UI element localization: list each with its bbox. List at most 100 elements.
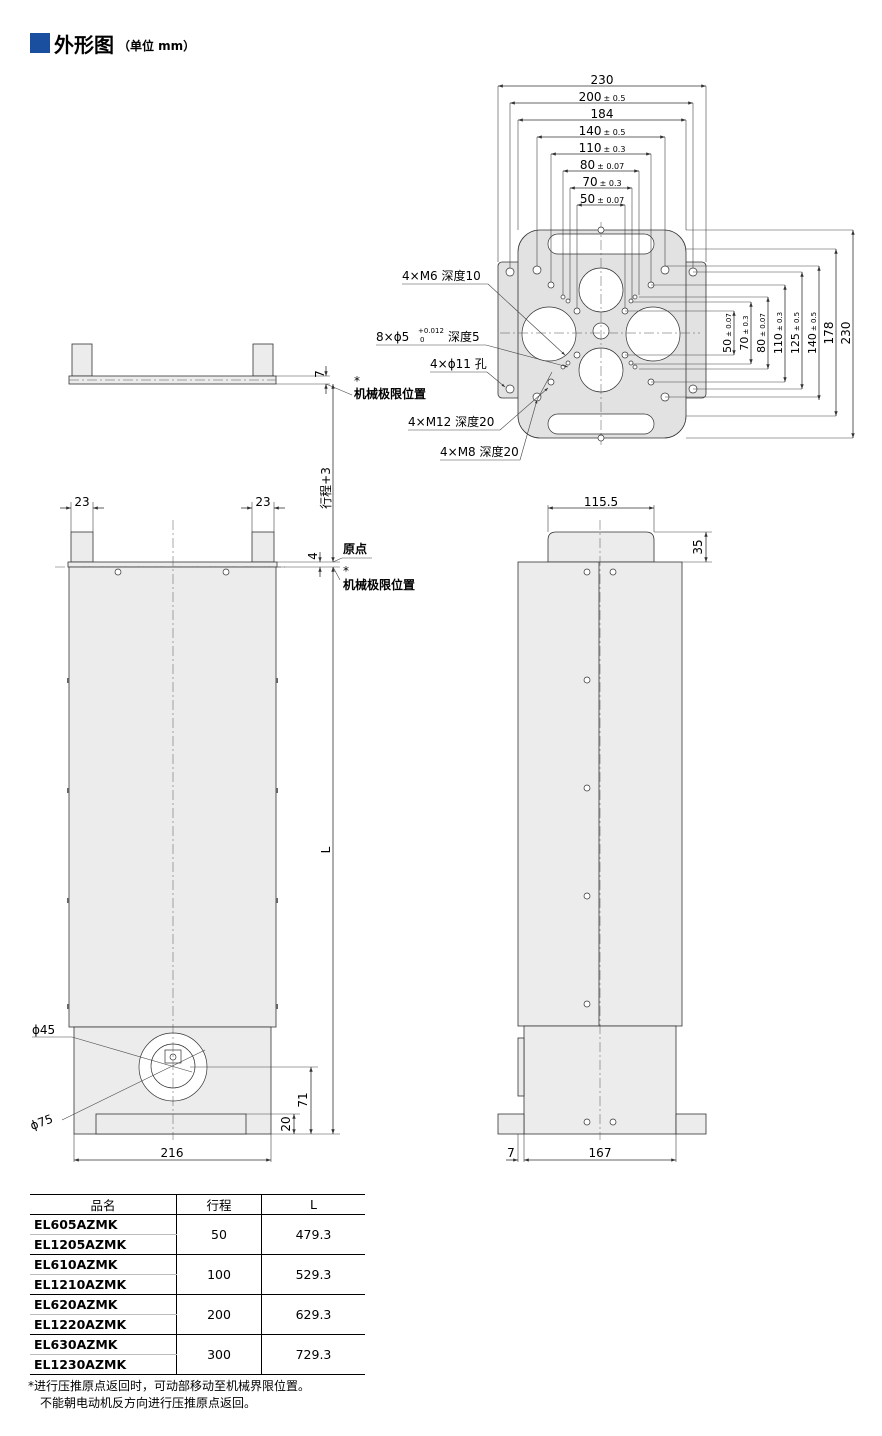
bore-left [521, 306, 577, 362]
model-name: EL605AZMK [30, 1214, 177, 1235]
col-header-model: 品名 [30, 1194, 177, 1215]
dim-80: 80± 0.07 [580, 158, 624, 172]
dim-70: 70± 0.3 [582, 175, 621, 189]
col-header-stroke: 行程 [176, 1194, 262, 1215]
footnote-line-2: 不能朝电动机反方向进行压推原点返回。 [40, 1396, 257, 1410]
stroke-value: 50 [176, 1214, 262, 1255]
dim-110: 110± 0.3 [579, 141, 626, 155]
model-name: EL1210AZMK [30, 1274, 177, 1295]
front-origin-label: 原点 [343, 541, 367, 556]
callout-pin-a: 8×ϕ5 [376, 330, 409, 344]
dim-140: 140± 0.5 [579, 124, 626, 138]
vdim-110: 110± 0.3 [772, 312, 785, 354]
top-callouts: 4×M6 深度10 8×ϕ5 +0.012 0 深度5 4×ϕ11 孔 4×M1… [376, 268, 569, 461]
side-width-167: 167 [589, 1146, 612, 1160]
front-top-plate [67, 561, 278, 568]
L-value: 479.3 [261, 1214, 365, 1255]
vdim-50: 50± 0.07 [721, 313, 734, 353]
callout-pin-b: 深度5 [448, 329, 480, 344]
col-header-L: L [261, 1194, 365, 1215]
footnote-line-1: *进行压推原点返回时，可动部移动至机械界限位置。 [28, 1379, 311, 1393]
stroke-value: 300 [176, 1334, 262, 1375]
vdim-140: 140± 0.5 [806, 312, 819, 354]
model-name: EL1205AZMK [30, 1234, 177, 1255]
model-name: EL1220AZMK [30, 1314, 177, 1335]
front-motor-base [95, 1113, 247, 1135]
front-post-w-right: 23 [255, 495, 270, 509]
front-h20: 20 [279, 1116, 293, 1131]
front-L-dim: L [319, 846, 333, 853]
callout-pin-tol-lower: 0 [420, 336, 424, 344]
top-height-dims: 50± 0.07 70± 0.3 80± 0.07 110± 0.3 125± … [625, 229, 855, 439]
unit-label: （单位 mm） [118, 38, 196, 53]
table-row: EL1205AZMK [30, 1234, 365, 1255]
top-view: 230 200± 0.5 184 140± 0.5 110± 0.3 80± 0… [376, 73, 855, 461]
front-star: * [343, 564, 349, 578]
side-foot-right [675, 1113, 707, 1135]
front-post-left [70, 531, 94, 563]
section-header: 外形图 （单位 mm） [30, 30, 196, 57]
front-view: 23 23 行程+3 4 原点 * 机械极限位置 L 71 20 ϕ45 [28, 384, 415, 1162]
stroke-value: 100 [176, 1254, 262, 1295]
front-post-w-left: 23 [74, 495, 89, 509]
front-d75: ϕ75 [28, 1112, 55, 1133]
table-row: EL630AZMK 300 729.3 [30, 1334, 365, 1375]
side-handle [547, 531, 655, 563]
front-main-body [68, 566, 277, 1028]
page-title: 外形图 [54, 32, 114, 57]
front-post-right [251, 531, 275, 563]
L-value: 729.3 [261, 1334, 365, 1375]
dim-50: 50± 0.07 [580, 192, 624, 206]
top-left-side-view: 7 * 机械极限位置 [68, 343, 426, 401]
vdim-70: 70± 0.3 [738, 315, 751, 350]
model-table: 品名 行程 L EL605AZMK 50 479.3 EL1205AZMK EL… [30, 1194, 365, 1375]
stroke-value: 200 [176, 1294, 262, 1335]
mini-post-right [252, 343, 274, 377]
side-view: 115.5 35 7 167 [497, 495, 712, 1162]
dim-230: 230 [591, 73, 614, 87]
model-name: EL610AZMK [30, 1254, 177, 1275]
table-row: EL605AZMK 50 479.3 [30, 1214, 365, 1255]
table-row: EL1210AZMK [30, 1274, 365, 1295]
table-header-row: 品名 行程 L [30, 1194, 365, 1215]
L-value: 629.3 [261, 1294, 365, 1335]
model-name: EL1230AZMK [30, 1354, 177, 1375]
callout-hole11: 4×ϕ11 孔 [430, 357, 487, 371]
mini-star: * [354, 374, 360, 388]
side-top-h: 35 [691, 539, 705, 554]
mini-dim-7: 7 [313, 370, 327, 378]
front-mech-limit: 机械极限位置 [343, 577, 415, 592]
bore-right [625, 306, 681, 362]
header-square-icon [30, 33, 50, 53]
front-h71: 71 [296, 1092, 310, 1107]
vdim-125: 125± 0.5 [789, 312, 802, 354]
vdim-230: 230 [839, 322, 853, 345]
callout-m12: 4×M12 深度20 [408, 414, 494, 429]
mini-post-left [71, 343, 93, 377]
top-width-dims: 230 200± 0.5 184 140± 0.5 110± 0.3 80± 0… [497, 73, 707, 308]
footnote: *进行压推原点返回时，可动部移动至机械界限位置。 不能朝电动机反方向进行压推原点… [28, 1378, 310, 1412]
table-row: EL610AZMK 100 529.3 [30, 1254, 365, 1295]
side-offset-7: 7 [507, 1146, 515, 1160]
table-row: EL1230AZMK [30, 1354, 365, 1375]
side-top-w: 115.5 [584, 495, 618, 509]
vdim-80: 80± 0.07 [755, 313, 768, 353]
L-value: 529.3 [261, 1254, 365, 1295]
model-name: EL630AZMK [30, 1334, 177, 1355]
front-stroke-dim: 行程+3 [318, 467, 333, 509]
side-motor-bump [517, 1037, 525, 1097]
dim-200: 200± 0.5 [579, 90, 626, 104]
front-width-216: 216 [161, 1146, 184, 1160]
dim-184: 184 [591, 107, 614, 121]
front-d45: ϕ45 [32, 1023, 55, 1037]
table-row: EL1220AZMK [30, 1314, 365, 1335]
mini-mech-limit: 机械极限位置 [354, 386, 426, 401]
callout-pin-tol-upper: +0.012 [418, 327, 444, 335]
vdim-178: 178 [822, 322, 836, 345]
model-name: EL620AZMK [30, 1294, 177, 1315]
callout-m6: 4×M6 深度10 [402, 268, 481, 283]
front-origin-4: 4 [306, 552, 320, 560]
table-row: EL620AZMK 200 629.3 [30, 1294, 365, 1335]
side-foot-left [497, 1113, 525, 1135]
